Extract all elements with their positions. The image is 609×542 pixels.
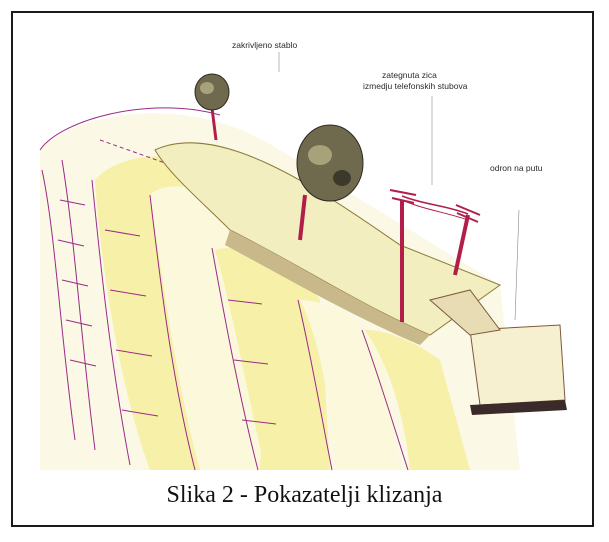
label-taut-wire-line2: izmedju telefonskih stubova bbox=[363, 81, 467, 92]
label-curved-tree: zakrivljeno stablo bbox=[232, 40, 297, 51]
label-road-rockfall: odron na putu bbox=[490, 163, 542, 174]
label-taut-wire-line1: zategnuta zica bbox=[382, 70, 437, 81]
figure-caption: Slika 2 - Pokazatelji klizanja bbox=[0, 482, 609, 509]
